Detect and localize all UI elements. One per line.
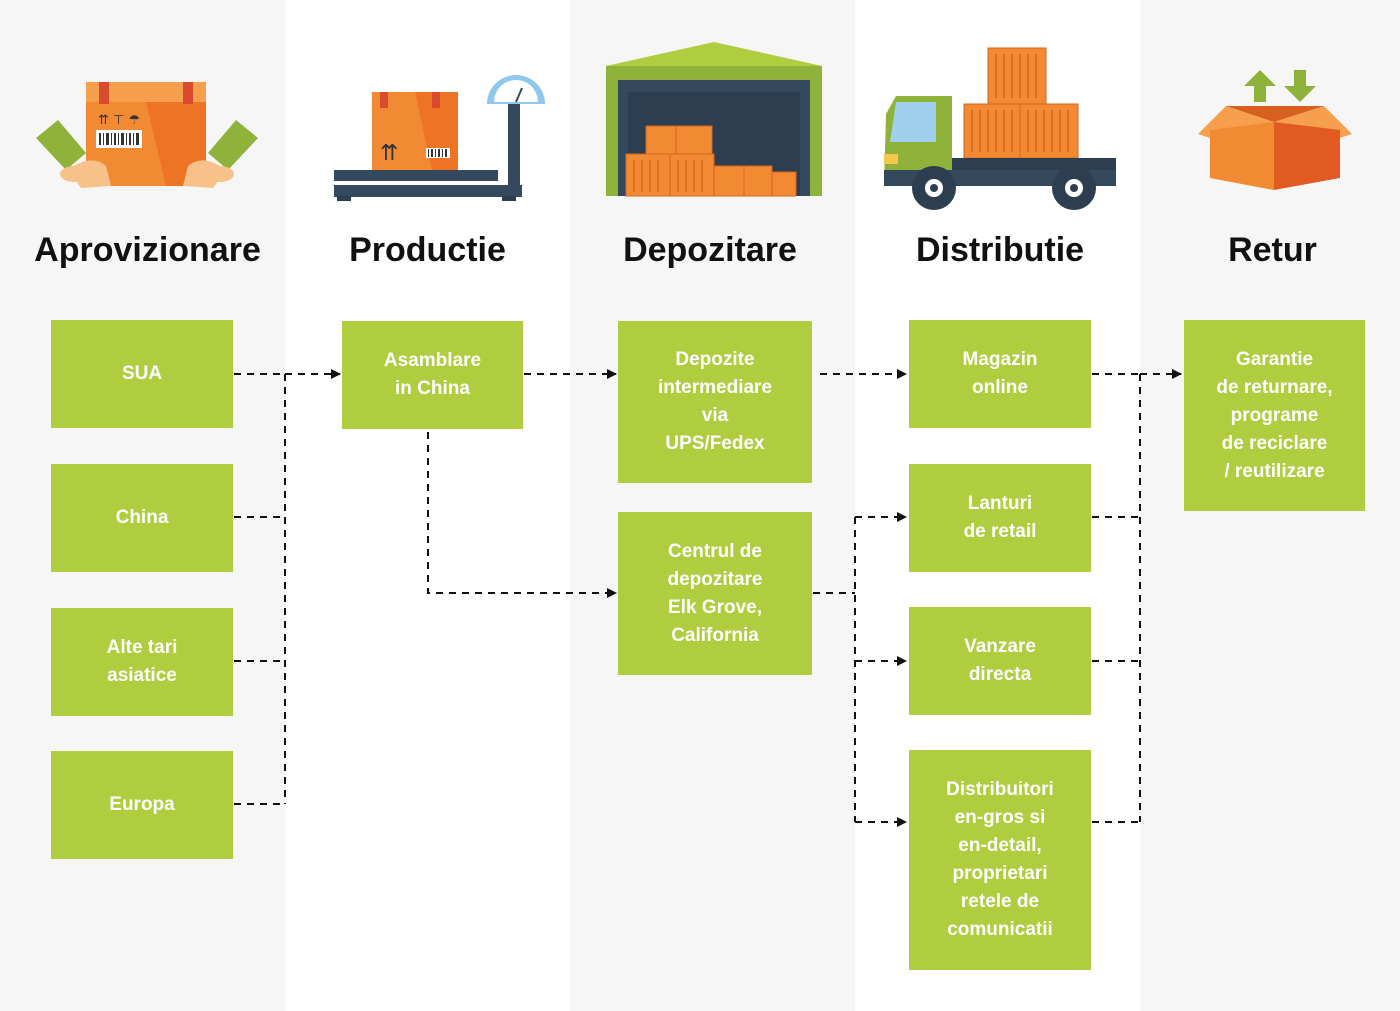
stage-title-retur: Retur (1228, 231, 1317, 269)
package-on-scale-icon: ⇈ (334, 75, 545, 201)
stage-title-depozitare: Depozitare (623, 231, 797, 269)
svg-text:⇈ ⊤ ☂: ⇈ ⊤ ☂ (98, 113, 140, 128)
stage-title-productie: Productie (349, 231, 506, 269)
delivery-truck-icon (884, 47, 1116, 210)
box-distribuitori: Distribuitori en-gros si en-detail, prop… (909, 750, 1091, 970)
box-depozite-intermediare: Depozite intermediare via UPS/Fedex (618, 321, 812, 483)
box-magazin-online: Magazin online (909, 320, 1091, 428)
box-vanzare-directa: Vanzare directa (909, 607, 1091, 715)
box-europa: Europa (51, 751, 233, 859)
box-lanturi-de-retail: Lanturi de retail (909, 464, 1091, 572)
svg-text:⇈: ⇈ (380, 141, 398, 166)
stage-title-aprovizionare: Aprovizionare (34, 231, 261, 269)
box-alte-tari-asiatice: Alte tari asiatice (51, 608, 233, 716)
return-box-arrows-icon (1198, 70, 1352, 190)
box-centrul-de-depozitare: Centrul de depozitare Elk Grove, Califor… (618, 512, 812, 675)
box-sua: SUA (51, 320, 233, 428)
box-asamblare-in-china: Asamblare in China (342, 321, 523, 429)
stage-title-distributie: Distributie (915, 231, 1085, 269)
box-in-hands-icon: ⇈ ⊤ ☂ (36, 82, 258, 188)
warehouse-icon (606, 42, 822, 197)
box-garantie-de-returnare: Garantie de returnare, programe de recic… (1184, 320, 1365, 511)
box-china: China (51, 464, 233, 572)
